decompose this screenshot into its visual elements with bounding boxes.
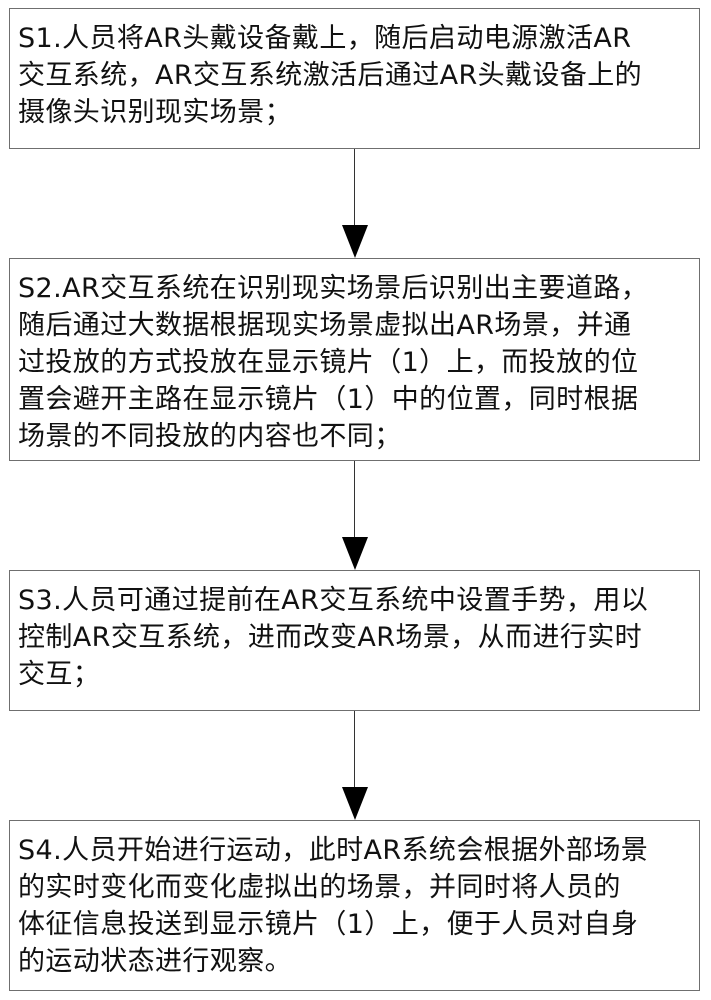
- arrow-down-icon: [342, 537, 368, 570]
- step-s2-line-5: 场景的不同投放的内容也不同；: [18, 421, 402, 452]
- step-box-s4: S4.人员开始进行运动，此时AR系统会根据外部场景 的实时变化而变化虚拟出的场景…: [9, 820, 700, 991]
- step-s3-line-3: 交互；: [18, 659, 101, 690]
- step-s4-line-4: 的运动状态进行观察。: [18, 946, 292, 977]
- step-s4-line-3: 体征信息投送到显示镜片（1）上，便于人员对自身: [18, 909, 639, 940]
- step-box-s3: S3.人员可通过提前在AR交互系统中设置手势，用以 控制AR交互系统，进而改变A…: [9, 570, 700, 711]
- step-s3-line-1: S3.人员可通过提前在AR交互系统中设置手势，用以: [18, 585, 649, 616]
- arrow-down-icon: [342, 787, 368, 820]
- step-s4-line-2: 的实时变化而变化虚拟出的场景，并同时将人员的: [18, 872, 621, 903]
- connector-line-s1-s2: [354, 149, 355, 227]
- step-box-s1: S1.人员将AR头戴设备戴上，随后启动电源激活AR 交互系统，AR交互系统激活后…: [9, 8, 700, 149]
- step-s2-line-1: S2.AR交互系统在识别现实场景后识别出主要道路，: [18, 273, 649, 304]
- step-s1-line-1: S1.人员将AR头戴设备戴上，随后启动电源激活AR: [18, 23, 632, 54]
- step-s1-line-2: 交互系统，AR交互系统激活后通过AR头戴设备上的: [18, 60, 643, 91]
- step-s4-line-1: S4.人员开始进行运动，此时AR系统会根据外部场景: [18, 835, 649, 866]
- step-s3-line-2: 控制AR交互系统，进而改变AR场景，从而进行实时: [18, 622, 643, 653]
- step-s2-line-2: 随后通过大数据根据现实场景虚拟出AR场景，并通: [18, 310, 632, 341]
- step-s1-line-3: 摄像头识别现实场景；: [18, 97, 292, 128]
- step-box-s2: S2.AR交互系统在识别现实场景后识别出主要道路， 随后通过大数据根据现实场景虚…: [9, 258, 700, 461]
- step-s2-line-3: 过投放的方式投放在显示镜片（1）上，而投放的位: [18, 347, 639, 378]
- arrow-down-icon: [342, 225, 368, 258]
- step-s2-line-4: 置会避开主路在显示镜片（1）中的位置，同时根据: [18, 384, 639, 415]
- connector-line-s2-s3: [354, 461, 355, 539]
- connector-line-s3-s4: [354, 711, 355, 789]
